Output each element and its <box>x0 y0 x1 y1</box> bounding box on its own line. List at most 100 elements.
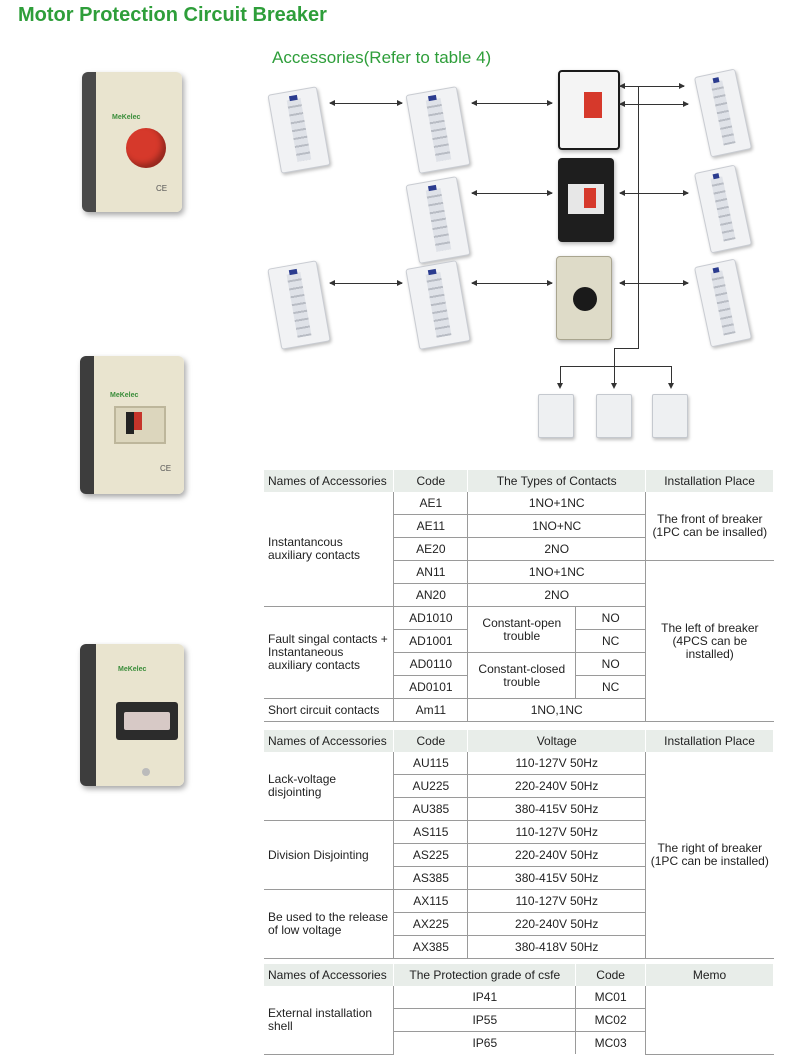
red-knob-icon <box>126 128 166 168</box>
col-header: Voltage <box>467 730 647 752</box>
contacts-cell: 1NO+NC <box>467 514 646 538</box>
shell-table: Names of Accessories The Protection grad… <box>264 964 774 1055</box>
code-cell: AD0110 <box>393 652 468 676</box>
contact-type-cell: Constant-closed trouble <box>467 652 576 699</box>
ce-mark: CE <box>160 464 172 473</box>
aux-contact-image <box>405 176 471 264</box>
contact-cell: NO <box>575 652 646 676</box>
front-block-image <box>652 394 688 438</box>
code-cell: Am11 <box>393 698 468 722</box>
breaker-black-image <box>558 158 614 242</box>
accessory-name: Instantancous auxiliary contacts <box>264 492 394 607</box>
code-cell: AX385 <box>393 935 468 959</box>
code-cell: AN11 <box>393 560 468 584</box>
aux-contact-image <box>405 86 471 174</box>
code-cell: MC03 <box>575 1031 646 1054</box>
accessory-name: Short circuit contacts <box>264 698 394 722</box>
contacts-cell: 1NO+1NC <box>467 492 646 515</box>
code-cell: AX225 <box>393 912 468 936</box>
grade-cell: IP65 <box>393 1031 576 1054</box>
aux-contact-image <box>267 260 331 350</box>
place-cell: The left of breaker (4PCS can be install… <box>645 560 774 722</box>
contact-type-cell: Constant-open trouble <box>467 606 576 653</box>
code-cell: AX115 <box>393 889 468 913</box>
voltage-cell: 110-127V 50Hz <box>467 752 646 775</box>
memo-cell <box>645 986 774 1055</box>
double-arrow-icon <box>471 280 553 286</box>
contacts-cell: 2NO <box>467 583 646 607</box>
contacts-cell: 1NO+1NC <box>467 560 646 584</box>
grade-cell: IP41 <box>393 986 576 1009</box>
accessory-name: External installation shell <box>264 986 394 1055</box>
double-arrow-icon <box>619 101 689 107</box>
col-header: The Protection grade of csfe <box>393 964 577 986</box>
place-cell: The right of breaker (1PC can be install… <box>645 752 774 959</box>
code-cell: AU115 <box>393 752 468 775</box>
double-arrow-icon <box>471 190 553 196</box>
contact-cell: NC <box>575 629 646 653</box>
col-header: Names of Accessories <box>264 470 395 492</box>
enclosure-logo: MeKelec <box>112 114 141 121</box>
voltage-cell: 220-240V 50Hz <box>467 912 646 936</box>
double-arrow-icon <box>329 280 403 286</box>
breaker-rotary-image <box>556 256 612 340</box>
code-cell: AS225 <box>393 843 468 867</box>
enclosure-emergency-stop-image: MeKelec CE <box>82 72 182 212</box>
code-cell: AE20 <box>393 537 468 561</box>
clear-window-icon <box>116 702 178 740</box>
col-header: Code <box>575 964 647 986</box>
code-cell: MC01 <box>575 986 646 1009</box>
code-cell: AN20 <box>393 583 468 607</box>
contact-cell: NO <box>575 606 646 630</box>
contacts-table: Names of Accessories Code The Types of C… <box>264 470 774 722</box>
right-module-image <box>693 164 753 254</box>
col-header: Code <box>393 730 469 752</box>
voltage-cell: 380-418V 50Hz <box>467 935 646 959</box>
code-cell: AU225 <box>393 774 468 798</box>
code-cell: AE11 <box>393 514 468 538</box>
voltage-cell: 380-415V 50Hz <box>467 866 646 890</box>
voltage-table: Names of Accessories Code Voltage Instal… <box>264 730 774 959</box>
enclosure-toggle-image: MeKelec CE <box>80 356 184 494</box>
double-arrow-icon <box>619 190 689 196</box>
col-header: The Types of Contacts <box>467 470 647 492</box>
ce-mark: CE <box>156 184 168 193</box>
voltage-cell: 380-415V 50Hz <box>467 797 646 821</box>
aux-contact-image <box>267 86 331 174</box>
place-cell: The front of breaker (1PC can be insalle… <box>645 492 774 561</box>
contact-cell: NC <box>575 675 646 699</box>
right-arrow-icon <box>619 83 685 89</box>
double-arrow-icon <box>329 100 403 106</box>
contacts-cell: 2NO <box>467 537 646 561</box>
col-header: Memo <box>645 964 774 986</box>
col-header: Installation Place <box>645 730 774 752</box>
accessory-name: Fault singal contacts + Instantaneous au… <box>264 606 394 699</box>
accessory-name: Lack-voltage disjointing <box>264 752 394 821</box>
col-header: Names of Accessories <box>264 964 395 986</box>
code-cell: AU385 <box>393 797 468 821</box>
toggle-window-icon <box>114 406 166 444</box>
grade-cell: IP55 <box>393 1008 576 1032</box>
accessory-name: Division Disjointing <box>264 820 394 890</box>
code-cell: AE1 <box>393 492 468 515</box>
voltage-cell: 110-127V 50Hz <box>467 889 646 913</box>
double-arrow-icon <box>619 280 689 286</box>
contacts-cell: 1NO,1NC <box>467 698 646 722</box>
voltage-cell: 220-240V 50Hz <box>467 774 646 798</box>
code-cell: AS385 <box>393 866 468 890</box>
col-header: Code <box>393 470 469 492</box>
code-cell: AD1001 <box>393 629 468 653</box>
enclosure-logo: MeKelec <box>110 392 139 399</box>
breaker-white-image <box>558 70 620 150</box>
enclosure-window-image: MeKelec <box>80 644 184 786</box>
aux-contact-image <box>405 260 471 350</box>
accessories-title: Accessories(Refer to table 4) <box>272 48 492 67</box>
front-block-image <box>538 394 574 438</box>
code-cell: AD1010 <box>393 606 468 630</box>
right-module-image <box>693 258 753 348</box>
right-module-image <box>693 68 753 158</box>
double-arrow-icon <box>471 100 553 106</box>
code-cell: MC02 <box>575 1008 646 1032</box>
code-cell: AS115 <box>393 820 468 844</box>
voltage-cell: 110-127V 50Hz <box>467 820 646 844</box>
